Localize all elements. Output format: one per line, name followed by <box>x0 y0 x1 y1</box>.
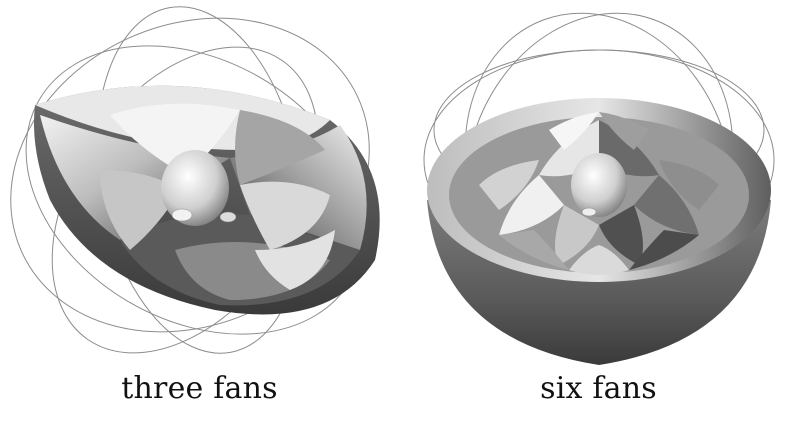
caption-three-fans: three fans <box>121 371 278 406</box>
inner-sphere <box>571 153 627 217</box>
three-fans-figure: three fans <box>10 6 380 406</box>
three-fans-render <box>10 6 380 354</box>
six-fans-render <box>423 12 775 365</box>
six-fans-figure: six fans <box>399 0 798 435</box>
caption-six-fans: six fans <box>540 371 657 406</box>
bowl-shells <box>427 98 771 365</box>
inner-sphere <box>161 150 237 226</box>
